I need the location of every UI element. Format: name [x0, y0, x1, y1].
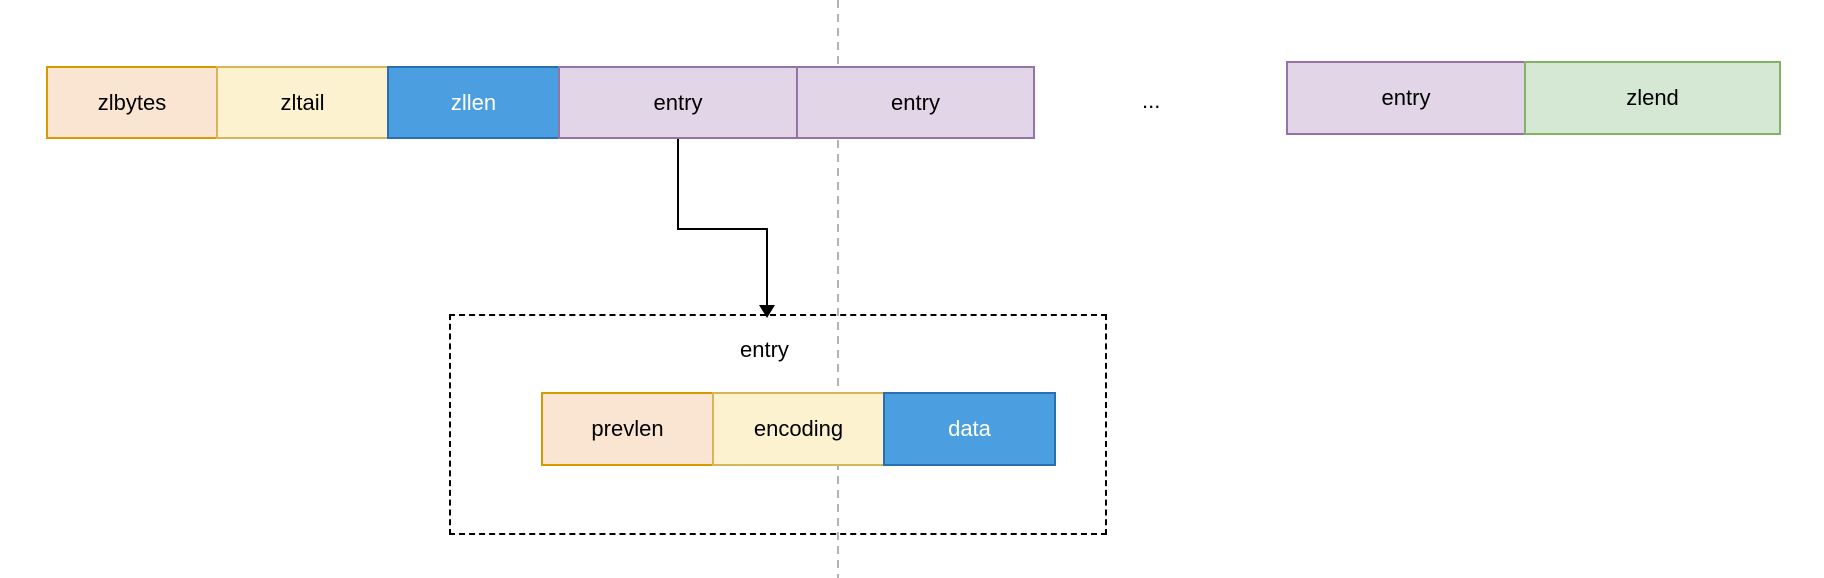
encoding-cell: encoding [712, 392, 885, 466]
zltail-label: zltail [280, 89, 325, 115]
arrowhead-icon [759, 305, 775, 318]
data-cell: data [883, 392, 1056, 466]
data-label: data [948, 416, 991, 441]
entry-label-2: entry [891, 89, 940, 115]
zlend-label: zlend [1626, 85, 1679, 110]
entry-detail-title: entry [740, 337, 789, 362]
prevlen-cell: prevlen [541, 392, 714, 466]
entry-label-1: entry [653, 89, 703, 115]
zlbytes-label: zlbytes [97, 89, 167, 115]
zlend-cell: zlend [1524, 61, 1781, 135]
encoding-label: encoding [753, 416, 844, 441]
entry-cell-last: entry [1286, 61, 1526, 135]
entry-label-last: entry [1381, 85, 1431, 110]
entry-detail-box [449, 314, 1107, 535]
ellipsis-label: ... [1142, 88, 1161, 113]
entry-cell-1: entry [558, 66, 798, 139]
zllen-label: zllen [450, 89, 497, 115]
entry-cell-2: entry [796, 66, 1035, 139]
zllen-cell: zllen [387, 66, 560, 139]
prevlen-label: prevlen [591, 416, 664, 441]
entry-connector-arrow [677, 139, 768, 307]
zlbytes-cell: zlbytes [46, 66, 218, 139]
